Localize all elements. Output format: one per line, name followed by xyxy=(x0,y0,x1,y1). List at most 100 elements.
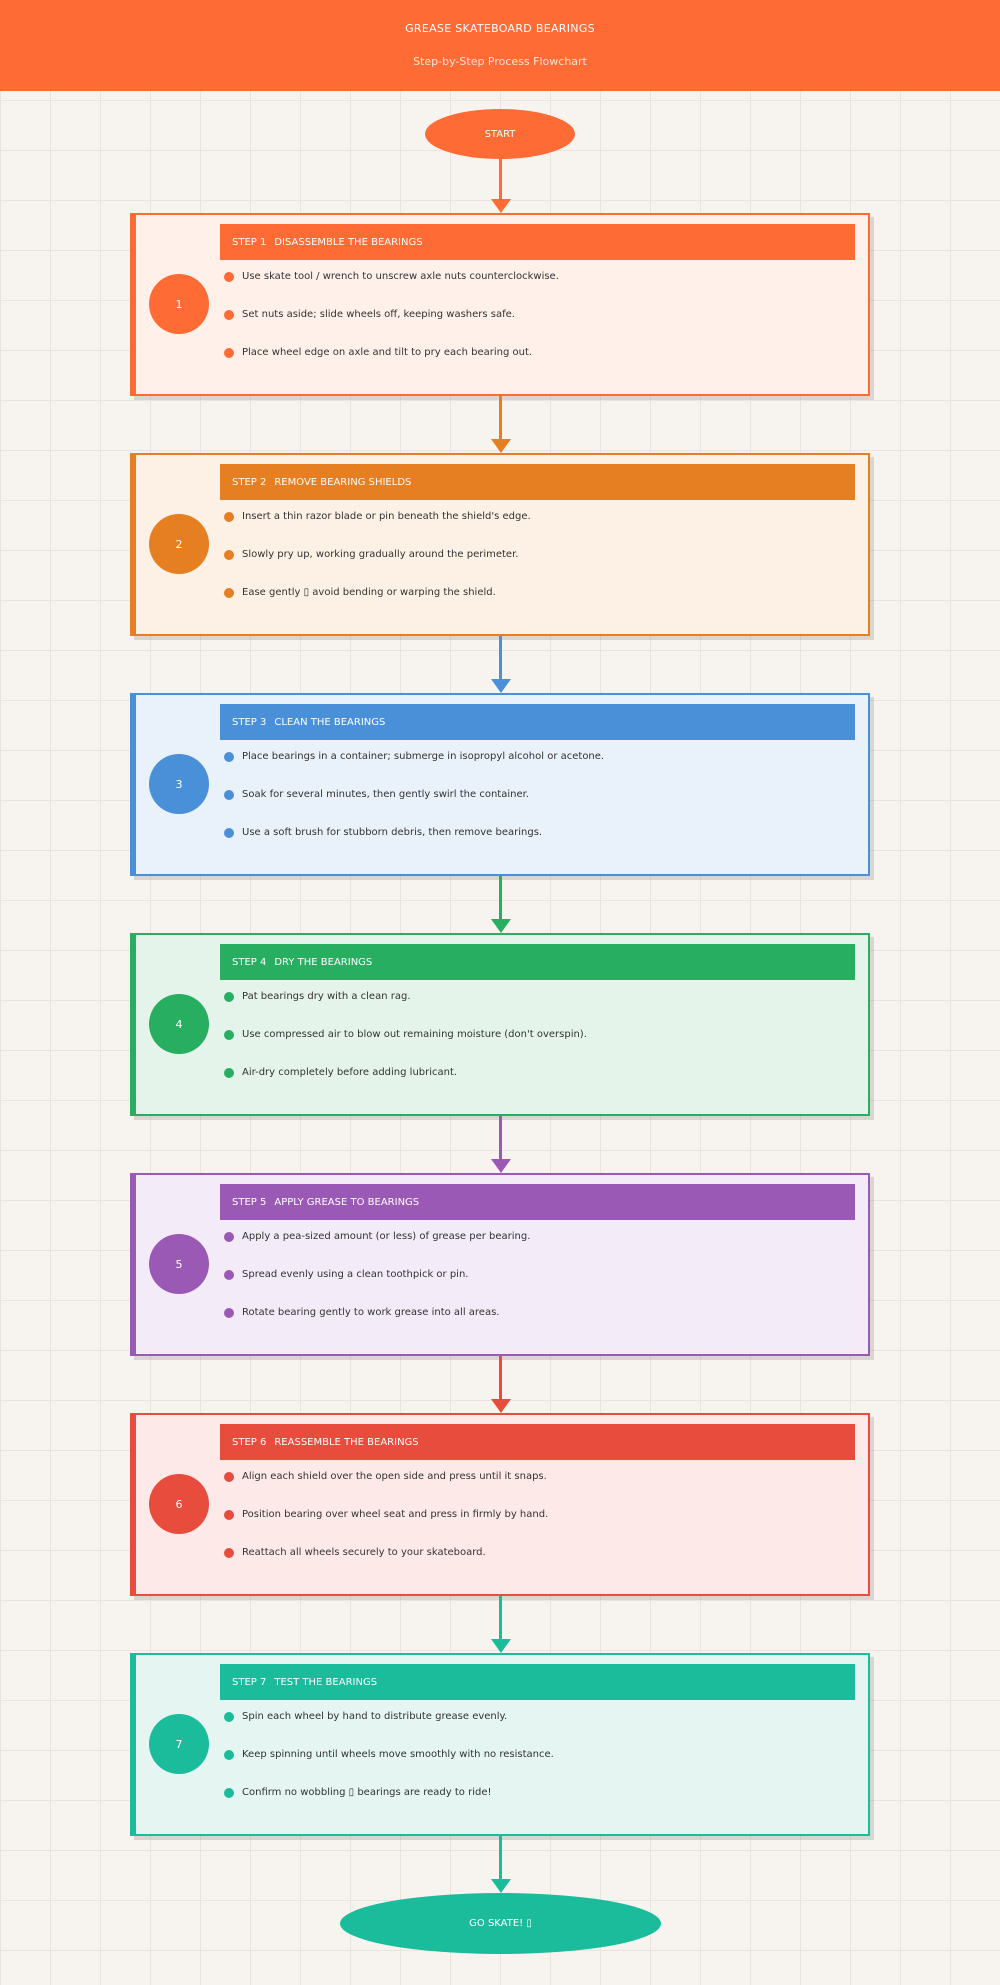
end-node: GO SKATE! ▯ xyxy=(340,1893,661,1954)
list-item: Insert a thin razor blade or pin beneath… xyxy=(224,511,531,549)
list-item-text: Spread evenly using a clean toothpick or… xyxy=(242,1269,469,1280)
list-item-text: Keep spinning until wheels move smoothly… xyxy=(242,1749,554,1760)
step-title: DRY THE BEARINGS xyxy=(274,956,373,968)
connector-end-arrowhead xyxy=(491,1879,511,1893)
bullet-dot-icon xyxy=(224,1232,234,1242)
step-header-bar: STEP 4 DRY THE BEARINGS xyxy=(220,944,855,980)
step-item-list: Insert a thin razor blade or pin beneath… xyxy=(224,511,531,625)
list-item: Set nuts aside; slide wheels off, keepin… xyxy=(224,309,559,347)
list-item: Keep spinning until wheels move smoothly… xyxy=(224,1749,554,1787)
bullet-dot-icon xyxy=(224,1472,234,1482)
bullet-dot-icon xyxy=(224,1308,234,1318)
connector-2-arrowhead xyxy=(491,439,511,453)
step-number-badge: 6 xyxy=(149,1474,209,1534)
connector-7-line xyxy=(499,1596,502,1641)
bullet-dot-icon xyxy=(224,310,234,320)
bullet-dot-icon xyxy=(224,1270,234,1280)
step-title: REASSEMBLE THE BEARINGS xyxy=(274,1436,419,1448)
step-title: DISASSEMBLE THE BEARINGS xyxy=(274,236,423,248)
list-item: Apply a pea-sized amount (or less) of gr… xyxy=(224,1231,530,1269)
bullet-dot-icon xyxy=(224,348,234,358)
step-number-badge: 1 xyxy=(149,274,209,334)
connector-end-line xyxy=(499,1836,502,1881)
list-item-text: Ease gently ▯ avoid bending or warping t… xyxy=(242,587,496,598)
bullet-dot-icon xyxy=(224,1750,234,1760)
step-title: REMOVE BEARING SHIELDS xyxy=(274,476,412,488)
connector-3-line xyxy=(499,636,502,681)
list-item: Air-dry completely before adding lubrica… xyxy=(224,1067,587,1105)
list-item: Use skate tool / wrench to unscrew axle … xyxy=(224,271,559,309)
step-item-list: Spin each wheel by hand to distribute gr… xyxy=(224,1711,554,1825)
step-item-list: Align each shield over the open side and… xyxy=(224,1471,548,1585)
step-item-list: Apply a pea-sized amount (or less) of gr… xyxy=(224,1231,530,1345)
list-item-text: Use a soft brush for stubborn debris, th… xyxy=(242,827,543,838)
bullet-dot-icon xyxy=(224,1712,234,1722)
step-label: STEP 6 xyxy=(232,1436,267,1448)
bullet-dot-icon xyxy=(224,1068,234,1078)
list-item-text: Rotate bearing gently to work grease int… xyxy=(242,1307,500,1318)
step-label: STEP 1 xyxy=(232,236,267,248)
bullet-dot-icon xyxy=(224,1030,234,1040)
connector-7-arrowhead xyxy=(491,1639,511,1653)
list-item-text: Air-dry completely before adding lubrica… xyxy=(242,1067,458,1078)
list-item-text: Pat bearings dry with a clean rag. xyxy=(242,991,411,1002)
step-label: STEP 5 xyxy=(232,1196,267,1208)
list-item: Slowly pry up, working gradually around … xyxy=(224,549,531,587)
list-item: Pat bearings dry with a clean rag. xyxy=(224,991,587,1029)
connector-1-line xyxy=(499,159,502,201)
step-label: STEP 3 xyxy=(232,716,267,728)
list-item: Confirm no wobbling ▯ bearings are ready… xyxy=(224,1787,554,1825)
list-item-text: Align each shield over the open side and… xyxy=(242,1471,547,1482)
connector-6-arrowhead xyxy=(491,1399,511,1413)
step-item-list: Place bearings in a container; submerge … xyxy=(224,751,604,865)
list-item-text: Place bearings in a container; submerge … xyxy=(242,751,605,762)
list-item-text: Use skate tool / wrench to unscrew axle … xyxy=(242,271,559,282)
bullet-dot-icon xyxy=(224,272,234,282)
list-item-text: Spin each wheel by hand to distribute gr… xyxy=(242,1711,508,1722)
list-item-text: Use compressed air to blow out remaining… xyxy=(242,1029,587,1040)
step-header-bar: STEP 6 REASSEMBLE THE BEARINGS xyxy=(220,1424,855,1460)
list-item: Align each shield over the open side and… xyxy=(224,1471,548,1509)
list-item: Ease gently ▯ avoid bending or warping t… xyxy=(224,587,531,625)
list-item-text: Soak for several minutes, then gently sw… xyxy=(242,789,529,800)
step-title: TEST THE BEARINGS xyxy=(274,1676,378,1688)
connector-1-arrowhead xyxy=(491,199,511,213)
step-title: CLEAN THE BEARINGS xyxy=(274,716,386,728)
step-number-badge: 2 xyxy=(149,514,209,574)
bullet-dot-icon xyxy=(224,550,234,560)
bullet-dot-icon xyxy=(224,828,234,838)
connector-5-line xyxy=(499,1116,502,1161)
connector-2-line xyxy=(499,396,502,441)
list-item-text: Slowly pry up, working gradually around … xyxy=(242,549,519,560)
step-number-badge: 3 xyxy=(149,754,209,814)
start-node: START xyxy=(425,109,575,159)
list-item-text: Reattach all wheels securely to your ska… xyxy=(242,1547,486,1558)
bullet-dot-icon xyxy=(224,1510,234,1520)
bullet-dot-icon xyxy=(224,752,234,762)
list-item-text: Insert a thin razor blade or pin beneath… xyxy=(242,511,531,522)
page-subtitle: Step-by-Step Process Flowchart xyxy=(413,55,587,68)
step-label: STEP 4 xyxy=(232,956,267,968)
connector-4-arrowhead xyxy=(491,919,511,933)
step-label: STEP 2 xyxy=(232,476,267,488)
connector-4-line xyxy=(499,876,502,921)
bullet-dot-icon xyxy=(224,992,234,1002)
list-item-text: Apply a pea-sized amount (or less) of gr… xyxy=(242,1231,531,1242)
list-item: Rotate bearing gently to work grease int… xyxy=(224,1307,530,1345)
connector-6-line xyxy=(499,1356,502,1401)
list-item: Spin each wheel by hand to distribute gr… xyxy=(224,1711,554,1749)
list-item-text: Position bearing over wheel seat and pre… xyxy=(242,1509,549,1520)
step-header-bar: STEP 1 DISASSEMBLE THE BEARINGS xyxy=(220,224,855,260)
step-card-2: STEP 2 REMOVE BEARING SHIELDS 2 Insert a th… xyxy=(130,453,870,636)
step-label: STEP 7 xyxy=(232,1676,267,1688)
step-title: APPLY GREASE TO BEARINGS xyxy=(274,1196,420,1208)
connector-3-arrowhead xyxy=(491,679,511,693)
step-header-bar: STEP 7 TEST THE BEARINGS xyxy=(220,1664,855,1700)
step-header-bar: STEP 5 APPLY GREASE TO BEARINGS xyxy=(220,1184,855,1220)
list-item: Soak for several minutes, then gently sw… xyxy=(224,789,604,827)
list-item: Spread evenly using a clean toothpick or… xyxy=(224,1269,530,1307)
page-title: GREASE SKATEBOARD BEARINGS xyxy=(405,22,595,35)
